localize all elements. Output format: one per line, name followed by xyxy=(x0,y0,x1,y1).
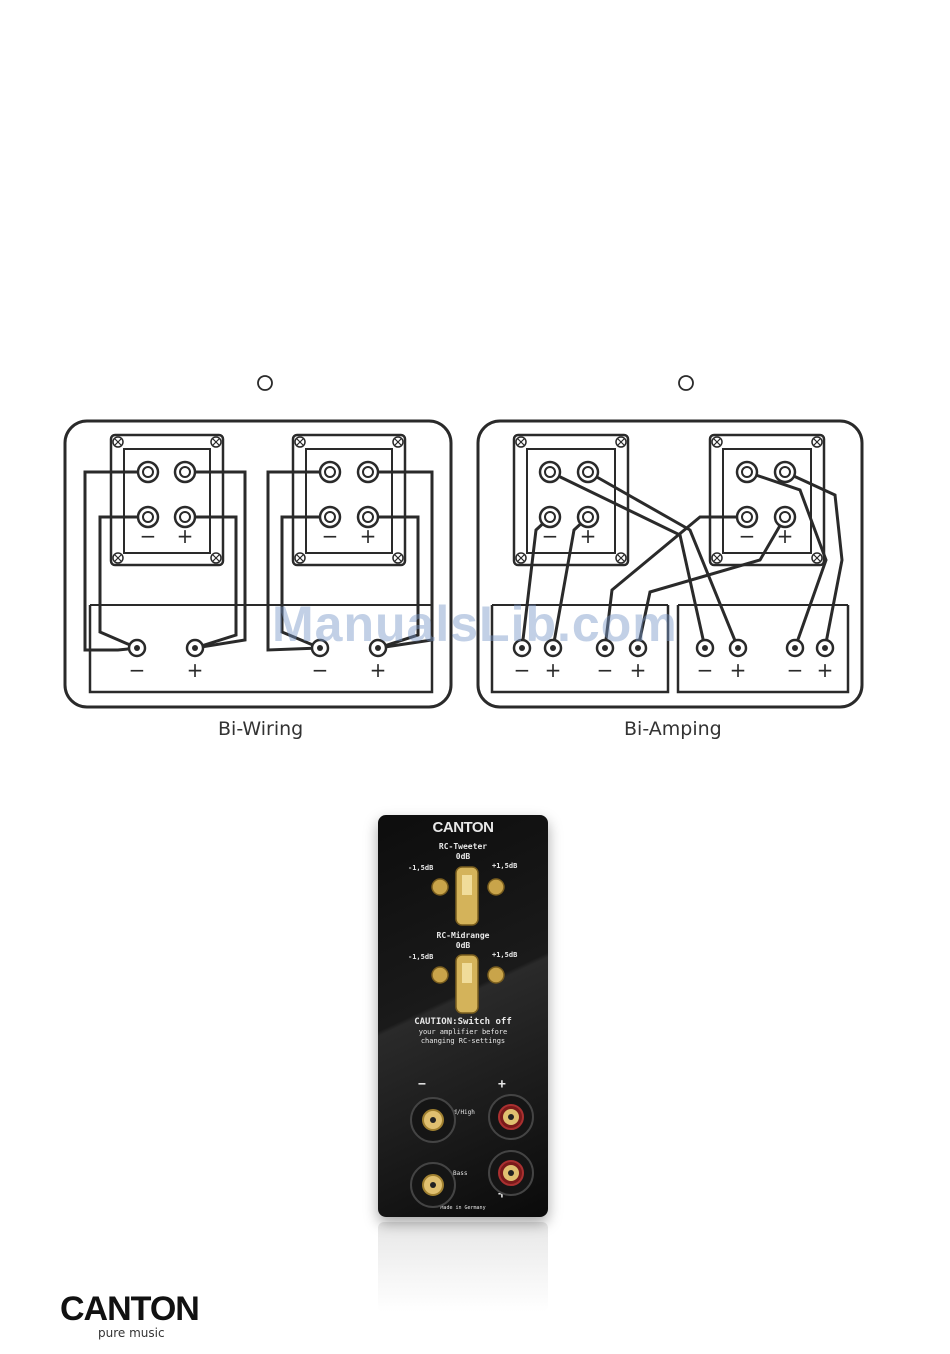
ba-amp-sign-4: + xyxy=(630,658,647,682)
canton-logo-tagline: pure music xyxy=(98,1326,165,1340)
bw-amp-sign-1: − xyxy=(129,658,146,682)
ba-amp-sign-3: − xyxy=(597,658,614,682)
bi-wiring-jacks xyxy=(138,462,378,527)
terminal-panel: CANTON RC-Tweeter 0dB -1,5dB +1,5dB RC-M… xyxy=(378,815,548,1217)
marker-circle-left xyxy=(258,376,272,390)
ba-amp-sign-6: + xyxy=(730,658,747,682)
panel-reflection xyxy=(378,1222,548,1312)
bw-term-sign-4: + xyxy=(360,524,377,548)
marker-circle-right xyxy=(679,376,693,390)
bw-term-sign-1: − xyxy=(140,524,157,548)
ba-amp-sign-7: − xyxy=(787,658,804,682)
panel-hardware xyxy=(378,815,548,1217)
ba-term-sign-3: − xyxy=(739,524,756,548)
bw-amp-sign-4: + xyxy=(370,658,387,682)
canton-logo-word: CANTON xyxy=(60,1290,199,1329)
watermark: ManualsLib.com xyxy=(272,595,678,653)
bi-wiring-caption: Bi-Wiring xyxy=(218,718,303,740)
bw-amp-sign-2: + xyxy=(187,658,204,682)
ba-amp-sign-2: + xyxy=(545,658,562,682)
bw-amp-sign-3: − xyxy=(312,658,329,682)
bi-amping-diagram xyxy=(478,421,862,707)
ba-term-sign-1: − xyxy=(542,524,559,548)
ba-term-sign-2: + xyxy=(580,524,597,548)
ba-amp-sign-1: − xyxy=(514,658,531,682)
ba-amp-sign-5: − xyxy=(697,658,714,682)
bw-term-sign-3: − xyxy=(322,524,339,548)
bw-term-sign-2: + xyxy=(177,524,194,548)
bi-amping-caption: Bi-Amping xyxy=(624,718,722,740)
canton-logo: CANTON pure music xyxy=(60,1290,199,1329)
ba-term-sign-4: + xyxy=(777,524,794,548)
bi-wiring-diagram xyxy=(65,421,451,707)
ba-amp-sign-8: + xyxy=(817,658,834,682)
